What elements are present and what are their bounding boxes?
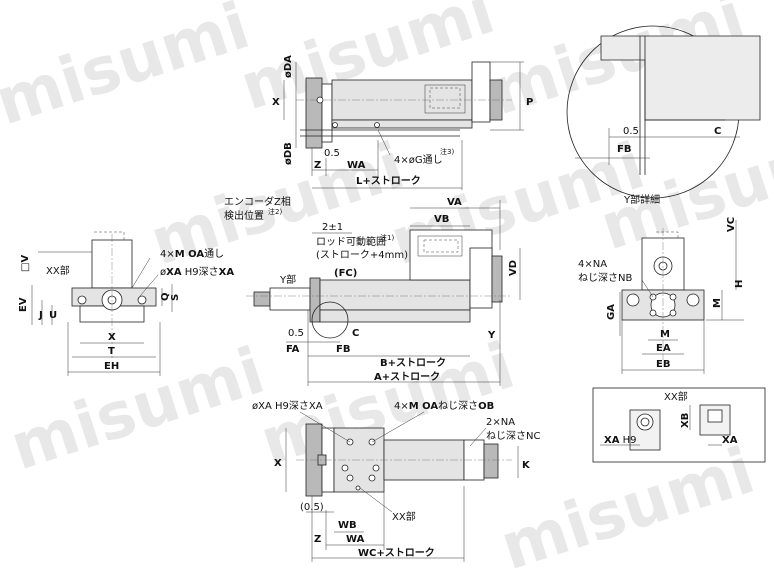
dim-q: Q (160, 292, 171, 301)
y-dim-c: C (714, 126, 721, 137)
rod-range-sup: 注1) (380, 233, 394, 242)
dim-db: øDB (283, 142, 294, 165)
note-na-2: ねじ深さNB (578, 272, 632, 284)
xx-part-label: XX部 (46, 264, 70, 277)
note-nc: ねじ深さNC (486, 430, 540, 442)
dim-da: øDA (283, 55, 294, 78)
side-dim-y: Y (487, 330, 496, 341)
xx-dim-xa-right: XA (722, 435, 738, 446)
side-dim-fb: FB (336, 344, 350, 355)
svg-text:misumi: misumi (492, 434, 763, 582)
dim-h: H (734, 280, 745, 288)
note-g-sup: 注3) (440, 147, 454, 156)
rod-range-1: ロッド可動範囲 (316, 235, 386, 248)
dim-ga: GA (606, 304, 617, 320)
dim-2pm1: 2±1 (322, 222, 343, 233)
right-view: VC 4×NA ねじ深さNB H GA M M EA EB (578, 217, 745, 374)
dim-t: T (108, 346, 115, 357)
note-m-oa-ob: 4×M OAねじ深さOB (394, 400, 494, 412)
dim-u: U (49, 310, 57, 321)
dim-j: J (38, 310, 43, 321)
encoder-sup: 注2) (268, 207, 282, 216)
note-m-oa: 4×M OA通し (160, 248, 224, 260)
note-na-1: 4×NA (578, 259, 607, 270)
dim-k: K (522, 460, 531, 471)
left-view: □V XX部 4×M OA通し øXA H9深さXA EV J U Q S X … (18, 231, 234, 376)
dim-p: P (526, 97, 533, 108)
dim-va: VA (447, 197, 462, 208)
xx-dim-xa-left: XA H9 (604, 435, 637, 446)
left-dim-x: X (108, 332, 116, 343)
dim-wa: WA (347, 160, 366, 171)
dim-v: □V (20, 255, 31, 272)
dim-l: L+ストローク (356, 175, 421, 187)
dim-eb: EB (656, 359, 670, 370)
bottom-xx-part: XX部 (392, 510, 416, 523)
note-g: 4×øG通し (394, 154, 443, 166)
y-dim-fb: FB (617, 144, 631, 155)
dim-wc: WC+ストローク (358, 547, 435, 559)
dim-s: S (170, 294, 181, 301)
xx-detail: XX部 XA H9 XB XA (592, 387, 766, 463)
side-dim-05: 0.5 (288, 328, 304, 339)
bottom-dim-z: Z (314, 534, 321, 545)
side-dim-c: C (352, 328, 359, 339)
y-dim-05: 0.5 (623, 126, 639, 137)
y-detail-caption: Y部詳細 (623, 193, 660, 206)
side-dim-fa: FA (286, 344, 300, 355)
bottom-view: øXA H9深さXA 4×M OAねじ深さOB 2×NA ねじ深さNC X K … (252, 400, 540, 562)
note-xa: øXA H9深さXA (160, 266, 234, 278)
bottom-dim-x: X (274, 458, 282, 469)
dim-fc: (FC) (334, 268, 357, 279)
side-view: エンコーダZ相 検出位置 注2) 2±1 VA VB ロッド可動範囲 注1) (… (224, 195, 521, 386)
svg-text:misumi: misumi (0, 0, 258, 140)
dim-wb: WB (338, 520, 357, 531)
rod-range-2: (ストローク+4mm) (316, 249, 408, 261)
dim-z: Z (314, 160, 321, 171)
y-part-label: Y部 (279, 273, 296, 286)
dim-ev: EV (18, 297, 29, 312)
dim-b: B+ストローク (380, 357, 446, 369)
top-view: øDA X P øDB 0.5 Z WA 4×øG通し 注3) L+ストローク (272, 55, 533, 190)
dim-eh: EH (104, 361, 119, 372)
dim-vb: VB (434, 214, 449, 225)
right-dim-m: M (712, 298, 723, 308)
dim-vc: VC (726, 217, 737, 232)
dim-x: X (272, 97, 280, 108)
xx-dim-xb: XB (680, 413, 691, 428)
encoder-label-2: 検出位置 (224, 209, 264, 222)
dim-05: 0.5 (324, 148, 340, 159)
xx-detail-title: XX部 (664, 390, 688, 403)
encoder-label-1: エンコーダZ相 (224, 195, 291, 208)
dim-a: A+ストローク (374, 371, 440, 383)
bottom-dim-wa: WA (346, 534, 365, 545)
dim-vd: VD (508, 260, 519, 276)
y-detail: 0.5 C FB Y部詳細 (566, 25, 761, 206)
dim-m: M (660, 329, 670, 340)
note-2na: 2×NA (486, 417, 515, 428)
note-xa-h9: øXA H9深さXA (252, 400, 323, 412)
dim-ea: EA (656, 343, 671, 354)
bottom-dim-05: (0.5) (300, 502, 324, 513)
